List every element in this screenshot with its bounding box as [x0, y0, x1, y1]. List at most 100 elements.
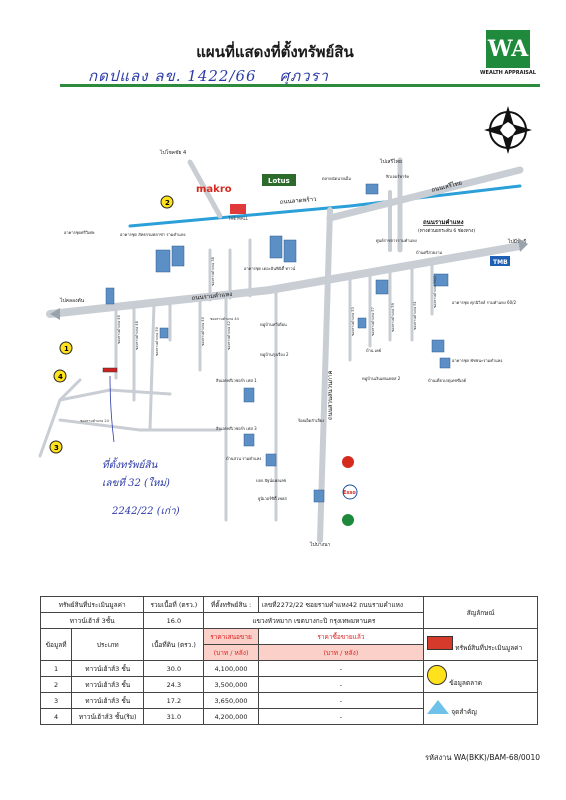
svg-text:Esso: Esso — [343, 490, 356, 496]
place-label: ตลาดนัดนายเอ็ม — [322, 175, 351, 181]
place-label: บ้านสวน รามคำแหง — [226, 456, 261, 461]
handwritten-case-number: กดปแลง ลข. 1422/66 — [88, 67, 257, 85]
soi-label: ซอยรามคำแหง 38 — [211, 257, 215, 286]
place-label: บ้านศรีสวยงาม — [416, 250, 442, 255]
marker-label: 1 — [64, 345, 69, 353]
table-column-header: ข้อมูลที่ ประเภท เนื้อที่ดิน (ตรว.) ราคา… — [39, 628, 538, 661]
legend-landmark: จุดสำคัญ — [423, 692, 538, 725]
property-handwriting: ที่ตั้งทรัพย์สิน เลขที่ 32 (ใหม่) 2242/2… — [102, 457, 180, 517]
handwritten-note: กดปแลง ลข. 1422/66 ศุภวรา — [88, 64, 329, 88]
road-name-ramkhamhaeng: ถนนรามคำแหง — [191, 291, 232, 302]
col-offer-unit: (บาท / หลัง) — [203, 644, 259, 661]
logo-caption: WEALTH APPRAISAL — [480, 70, 536, 76]
label-to-klong-tan: ไปคลองตัน — [59, 297, 85, 304]
marker-label: 4 — [58, 373, 63, 381]
place-label: อาคารชุดศรีวิเศษ — [64, 230, 95, 236]
place-label: บ้าน เคย์ — [366, 348, 381, 353]
building-icons — [105, 183, 451, 503]
place-labels: ตลาดนัดนายเอ็ม ฟิวเจอร์พาร์ค อาคารชุดศรี… — [64, 174, 516, 502]
place-label: อาคารชุด สัทธรรมพลาซ่า รามคำแหง — [120, 232, 185, 238]
address-line-1: เลขที่2272/22 ซอยรามคำแหง42 ถนนรามคำแหง — [257, 596, 425, 613]
esso-logo — [342, 484, 358, 500]
area-header: รวมเนื้อที่ (ตรว.) — [143, 596, 205, 613]
col-type: ประเภท — [71, 628, 145, 661]
table-row: 4 ทาวน์เฮ้าส์3 ชั้น(ริม) 31.0 4,200,000 … — [39, 708, 538, 725]
legend-title: สัญลักษณ์ — [423, 596, 538, 629]
legend-market-label: ข้อมูลตลาด — [449, 679, 482, 687]
soi-label: ซอยรามคำแหง 53 — [351, 307, 355, 336]
svg-text:Lotus: Lotus — [268, 177, 290, 185]
road-box-title: ถนนรามคำแหง — [423, 218, 464, 226]
property-type: ทาวน์เฮ้าส์ 3ชั้น — [39, 612, 145, 629]
soi-label: ซอยรามคำแหง 60/2 — [433, 276, 437, 308]
marker-label: 2 — [165, 199, 170, 207]
compass-letter: N — [505, 126, 512, 135]
valuation-table: ทรัพย์สินที่ประเมินมูลค่า รวมเนื้อที่ (ต… — [39, 596, 538, 725]
arrow-west-icon — [50, 308, 60, 320]
tmb-logo — [490, 256, 510, 266]
legend-property-label: ทรัพย์สินที่ประเมินมูลค่า — [455, 644, 523, 652]
place-label: หมู่บ้านรุ่งเรือง 2 — [260, 352, 289, 358]
label-to-bang-na: ไปบางนา — [309, 541, 331, 548]
road-name-ladprao: ถนนลาดพร้าว — [280, 196, 317, 206]
job-code: รหัสงาน WA(BKK)/BAM-68/0010 — [424, 753, 540, 762]
area-value: 16.0 — [143, 612, 205, 629]
brand-logos: Lotus makro THE MALL TMB Esso — [196, 174, 510, 526]
table-header-row-1: ทรัพย์สินที่ประเมินมูลค่า รวมเนื้อที่ (ต… — [39, 596, 538, 629]
the-mall-logo: THE MALL — [227, 216, 249, 221]
road-name-central: ถนนสวนสนวนภาค — [327, 370, 334, 420]
address-line-2: แขวงหัวหมาก เขตบางกะปิ กรุงเทพมหานคร — [203, 612, 425, 629]
lotus-logo — [262, 174, 296, 186]
expressway-ladprao — [128, 184, 522, 228]
place-label: สิบเอกพรีเวชอร์ร เฟส 1 — [215, 378, 257, 383]
label-to-min-buri: ไปมีนบุรี — [507, 238, 527, 245]
location-map: N ไปโชคชัย — [38, 106, 532, 548]
address-label: ที่ตั้งทรัพย์สิน : — [203, 596, 259, 613]
soi-label: ซอยรามคำแหง 48 — [135, 321, 139, 350]
legend-landmark-label: จุดสำคัญ — [451, 708, 477, 716]
svg-text:TMB: TMB — [493, 259, 508, 266]
col-area: เนื้อที่ดิน (ตรว.) — [143, 628, 205, 661]
road-box-sub: (ทางด่วนยกระดับ 6 ช่องทาง) — [418, 228, 475, 234]
table-row: 3 ทาวน์เฮ้าส์3 ชั้น 17.2 3,650,000 - จุด… — [39, 692, 538, 725]
place-label: บ้านเดี่ยวเกตุเดชซีเลย์ — [428, 378, 466, 384]
road-ramkhamhaeng — [46, 242, 524, 318]
comparable-markers: 2 1 4 3 — [49, 195, 174, 454]
wealth-appraisal-logo: WA WEALTH APPRAISAL — [478, 30, 538, 80]
handwriting-line: 2242/22 (เก่า) — [111, 506, 180, 517]
direction-labels: ไปโชคชัย 4 ไปเสรีไทย ไปมีนบุรี ไปคลองตัน… — [50, 149, 528, 548]
col-data: ข้อมูลที่ — [39, 628, 73, 661]
compass-icon: N — [484, 106, 532, 154]
table-row: 2 ทาวน์เฮ้าส์3 ชั้น 24.3 3,500,000 - — [39, 676, 538, 693]
soi-labels: ซอยรามคำแหง 44 ซอยรามคำแหง 46 ซอยรามคำแห… — [80, 257, 437, 423]
soi-label: ซอยรามคำแหง 42 — [227, 321, 231, 350]
label-to-chok-chai: ไปโชคชัย 4 — [159, 149, 186, 156]
soi-label: ซอยรามคำแหง 57 — [371, 307, 375, 336]
handwritten-signature: ศุภวรา — [279, 67, 329, 85]
landmark-swatch-icon — [427, 700, 450, 714]
road-seri-thai — [326, 166, 524, 222]
handwriting-line: เลขที่ 32 (ใหม่) — [102, 475, 170, 489]
road-central-ns — [317, 207, 333, 543]
table-row: 1 ทาวน์เฮ้าส์3 ชั้น 30.0 4,100,000 - ข้อ… — [39, 660, 538, 693]
road-network — [38, 157, 524, 543]
property-location-marker — [102, 367, 118, 373]
place-label: หมู่บ้านเงินเด่นเพลส 2 — [362, 376, 401, 382]
property-swatch-icon — [427, 636, 454, 650]
soi-label: ซอยรามคำแหง 59 — [391, 303, 395, 332]
place-label: หมู่บ้านทวีเดือน — [260, 322, 287, 328]
page-title: แผนที่แสดงที่ตั้งทรัพย์สิน — [196, 43, 354, 61]
logo-mark: WA — [486, 30, 530, 68]
property-header: ทรัพย์สินที่ประเมินมูลค่า — [39, 596, 145, 613]
arrow-east-icon — [518, 238, 528, 252]
market-swatch-icon — [427, 665, 448, 685]
place-label: ศูนย์ราชการรามคำแหง — [376, 238, 417, 244]
place-label: อาคารชุด เดอะอินฟินิตี้ ทาวน์ — [244, 264, 296, 272]
col-sold: ราคาซื้อขายแล้ว — [257, 628, 425, 645]
gas-station-icon — [342, 456, 354, 468]
road-north-chokchai — [187, 159, 223, 219]
place-label: สิบเอกพรีเวชอร์ร เฟส 3 — [215, 426, 257, 431]
soi-label: ซอยรามคำแหง 46 — [117, 315, 121, 344]
handwriting-line: ที่ตั้งทรัพย์สิน — [102, 457, 158, 471]
green-logo-icon — [342, 514, 354, 526]
